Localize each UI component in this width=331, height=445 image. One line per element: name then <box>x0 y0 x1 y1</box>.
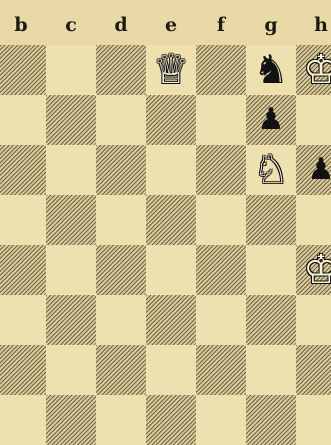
board-square[interactable] <box>0 195 46 245</box>
white-queen-icon[interactable]: ♕ <box>146 45 196 95</box>
board-square[interactable] <box>196 95 246 145</box>
board-square[interactable] <box>146 395 196 445</box>
board-square[interactable] <box>246 395 296 445</box>
file-labels: b c d e f g h <box>0 14 331 44</box>
board-square[interactable] <box>96 145 146 195</box>
board-square[interactable] <box>96 95 146 145</box>
black-pawn-icon[interactable]: ♟ <box>296 145 331 195</box>
board-square[interactable] <box>0 95 46 145</box>
board-square[interactable] <box>196 345 246 395</box>
board-square[interactable] <box>296 345 331 395</box>
board-square[interactable] <box>296 195 331 245</box>
board-square[interactable] <box>96 45 146 95</box>
board-square[interactable] <box>196 145 246 195</box>
board-square[interactable] <box>46 195 96 245</box>
board-square[interactable] <box>96 245 146 295</box>
board-square[interactable] <box>196 395 246 445</box>
board-square[interactable] <box>296 295 331 345</box>
board-square[interactable] <box>196 245 246 295</box>
board-square[interactable] <box>0 295 46 345</box>
board-square[interactable] <box>0 145 46 195</box>
board-square[interactable] <box>0 45 46 95</box>
board-square[interactable] <box>46 95 96 145</box>
board-square[interactable] <box>46 145 96 195</box>
file-label-d: d <box>96 14 146 36</box>
board-square[interactable] <box>146 245 196 295</box>
board-square[interactable] <box>46 45 96 95</box>
board-square[interactable] <box>96 195 146 245</box>
board-square[interactable] <box>296 95 331 145</box>
chess-board: ♕ ♞ ♔ ♟ ♘ ♟ ♔ <box>0 45 331 445</box>
white-knight-icon[interactable]: ♘ <box>246 145 296 195</box>
board-square[interactable] <box>96 345 146 395</box>
board-square[interactable] <box>146 145 196 195</box>
board-square[interactable] <box>196 195 246 245</box>
file-label-e: e <box>146 14 196 36</box>
file-label-c: c <box>46 14 96 36</box>
black-pawn-icon[interactable]: ♟ <box>246 95 296 145</box>
file-label-g: g <box>246 14 296 36</box>
board-square[interactable] <box>146 295 196 345</box>
white-king-icon[interactable]: ♔ <box>296 245 331 295</box>
white-king-icon[interactable]: ♔ <box>296 45 331 95</box>
board-square[interactable] <box>46 295 96 345</box>
board-square[interactable] <box>0 245 46 295</box>
board-square[interactable] <box>0 345 46 395</box>
file-label-f: f <box>196 14 246 36</box>
board-square[interactable] <box>146 95 196 145</box>
board-square[interactable] <box>146 345 196 395</box>
board-square[interactable] <box>196 295 246 345</box>
board-square[interactable] <box>96 395 146 445</box>
black-knight-icon[interactable]: ♞ <box>246 45 296 95</box>
board-square[interactable] <box>246 345 296 395</box>
file-label-b: b <box>0 14 46 36</box>
board-square[interactable] <box>246 245 296 295</box>
board-square[interactable] <box>246 295 296 345</box>
board-square[interactable] <box>46 245 96 295</box>
board-square[interactable] <box>46 345 96 395</box>
board-square[interactable] <box>196 45 246 95</box>
board-square[interactable] <box>296 395 331 445</box>
file-label-h: h <box>296 14 331 36</box>
board-square[interactable] <box>46 395 96 445</box>
board-square[interactable] <box>146 195 196 245</box>
board-square[interactable] <box>246 195 296 245</box>
board-square[interactable] <box>0 395 46 445</box>
board-square[interactable] <box>96 295 146 345</box>
